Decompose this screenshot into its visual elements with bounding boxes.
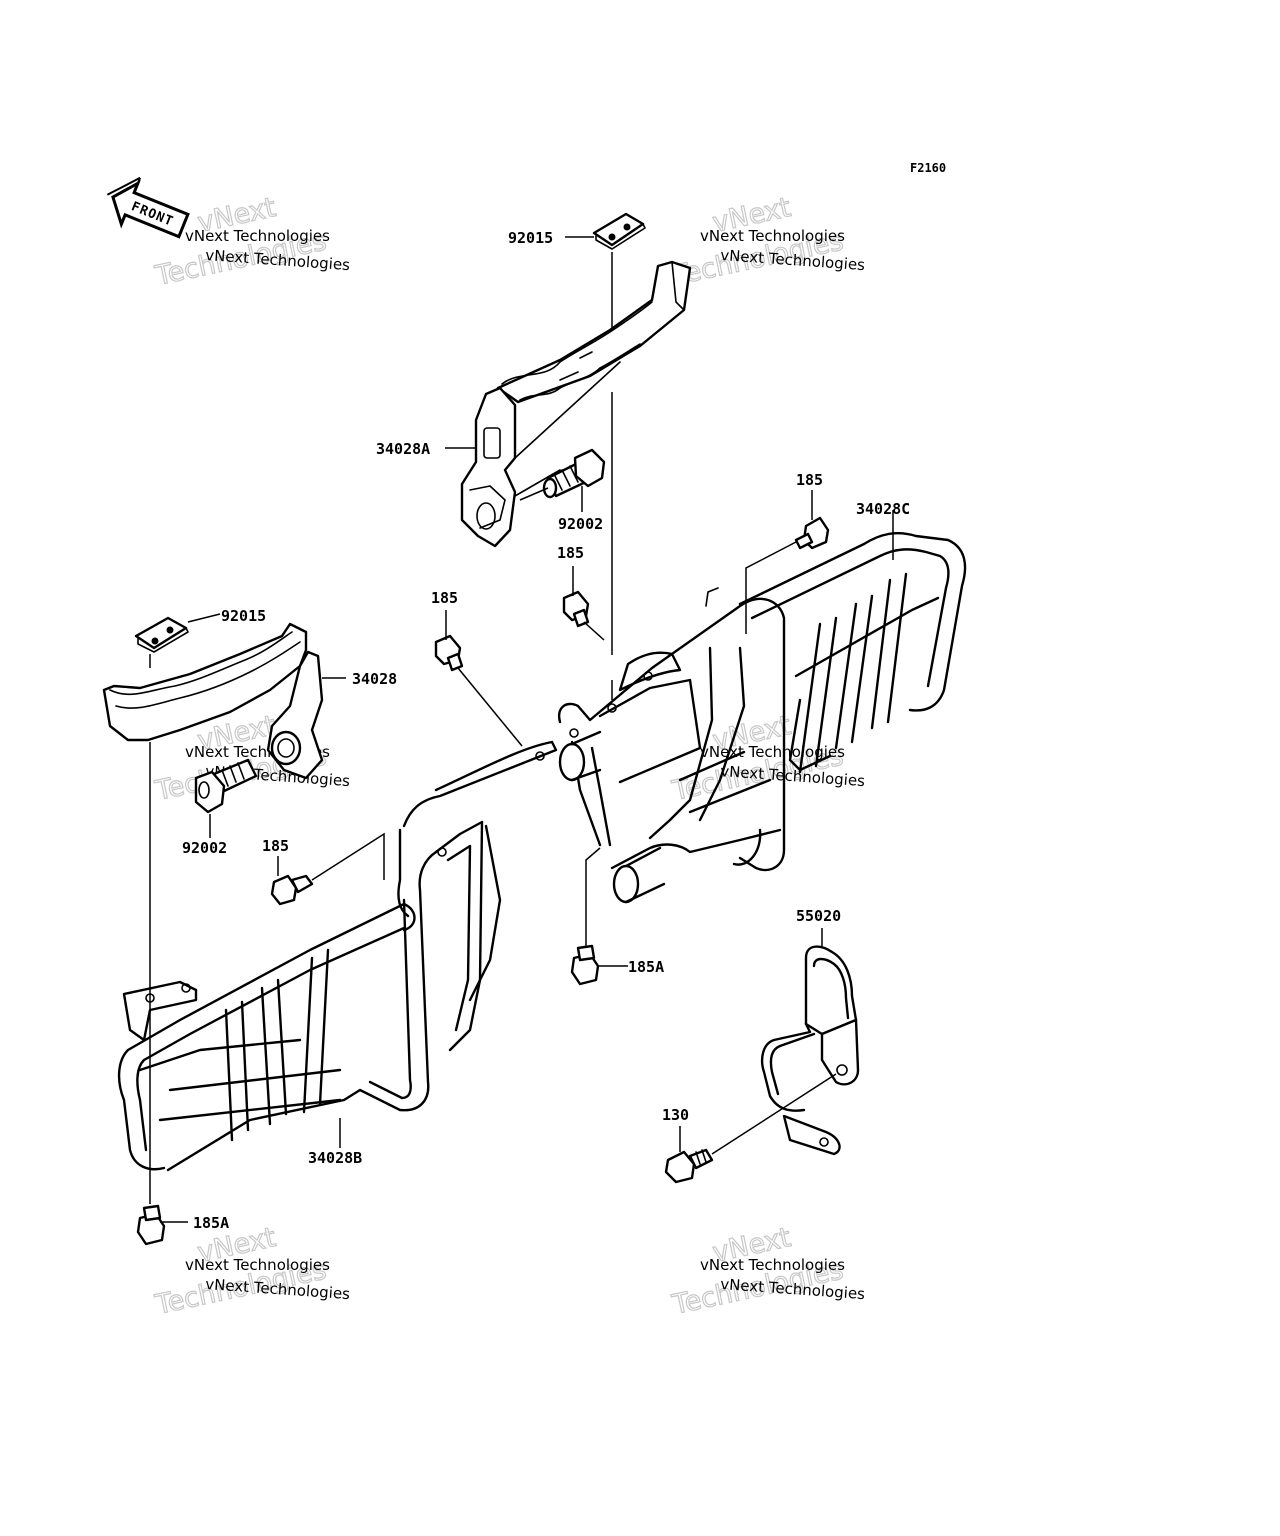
- label-185-mid-right: 185: [557, 544, 584, 562]
- watermark-text: vNext Technologies: [185, 227, 330, 245]
- watermark-text: vNext Technologies: [185, 1256, 330, 1274]
- watermark-text: vNext Technologies: [700, 1256, 845, 1274]
- label-34028c: 34028C: [856, 500, 910, 518]
- footguard-34028c: [557, 532, 967, 904]
- label-92015-left: 92015: [221, 607, 266, 625]
- leader-lines: [149, 236, 894, 1223]
- front-arrow-icon: FRONT: [106, 176, 190, 239]
- watermark-top-left: vNext Technologies vNext Technologies vN…: [151, 192, 350, 293]
- label-130: 130: [662, 1106, 689, 1124]
- label-92015-top: 92015: [508, 229, 553, 247]
- watermark-top-right: vNext Technologies vNext Technologies vN…: [668, 192, 865, 293]
- footguard-34028b: [117, 740, 558, 1172]
- part-labels: 92015 34028A 92002 185 34028C 185 185 92…: [182, 229, 910, 1232]
- label-34028a: 34028A: [376, 440, 430, 458]
- label-185-right-top: 185: [796, 471, 823, 489]
- watermark-bottom-right: vNext Technologies vNext Technologies vN…: [668, 1222, 865, 1322]
- label-185a-right: 185A: [628, 958, 664, 976]
- bolt-130: [664, 1148, 714, 1184]
- bolt-185a-right: [570, 944, 600, 986]
- footrest-34028: [102, 622, 324, 780]
- bolt-92002-left: [194, 758, 258, 814]
- bolt-92002-top: [542, 448, 606, 499]
- pad-92015-top: [592, 212, 646, 250]
- watermark-mid-right: vNext Technologies vNext Technologies vN…: [668, 710, 865, 808]
- bolt-185-mid-right: [562, 590, 590, 628]
- label-92002-left: 92002: [182, 839, 227, 857]
- figure-code: F2160: [910, 161, 946, 175]
- bolt-185-mid-left: [434, 634, 464, 672]
- bolt-185-left: [270, 874, 314, 906]
- bracket-55020: [760, 945, 860, 1156]
- label-55020: 55020: [796, 907, 841, 925]
- label-34028b: 34028B: [308, 1149, 362, 1167]
- bolt-185a-left: [136, 1204, 166, 1246]
- watermark-bottom-left: vNext Technologies vNext Technologies vN…: [151, 1222, 350, 1322]
- watermark-text: vNext Technologies: [700, 227, 845, 245]
- label-185a-left: 185A: [193, 1214, 229, 1232]
- label-185-mid-left: 185: [431, 589, 458, 607]
- label-34028: 34028: [352, 670, 397, 688]
- footrest-34028a: [460, 260, 692, 548]
- label-185-left: 185: [262, 837, 289, 855]
- bolt-185-right-top: [794, 516, 830, 550]
- label-92002-top: 92002: [558, 515, 603, 533]
- pad-92015-left: [134, 616, 189, 653]
